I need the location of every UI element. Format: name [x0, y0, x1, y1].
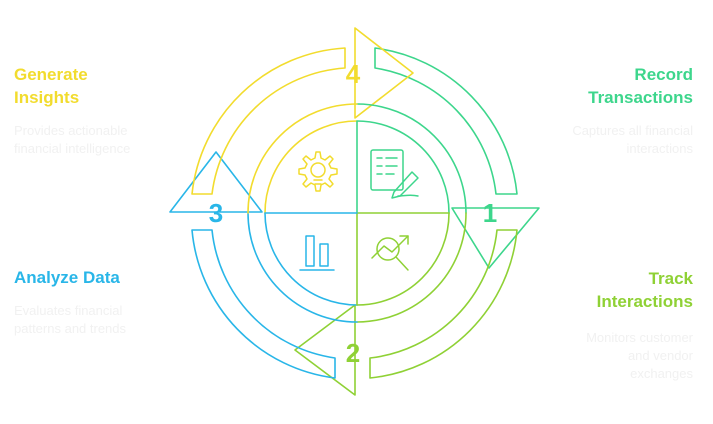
step2-title: Track Interactions: [597, 267, 693, 313]
step3-title: Analyze Data: [14, 266, 120, 289]
step4-title: Generate Insights: [14, 63, 88, 109]
step1-title: Record Transactions: [588, 63, 693, 109]
step3-number: 3: [209, 198, 223, 228]
ring-segment-track: [369, 229, 518, 379]
step4-description: Provides actionable financial intelligen…: [14, 122, 130, 158]
step2-number: 2: [346, 338, 360, 368]
step1-desc-line2: interactions: [626, 141, 693, 156]
step3-desc-line2: patterns and trends: [14, 321, 127, 336]
inner-ring-q4: [247, 103, 358, 214]
step3-description: Evaluates financial patterns and trends: [14, 302, 126, 338]
step1-title-line1: Record: [634, 65, 693, 84]
chart-magnifier-icon: [371, 235, 409, 271]
arrow-generate: [354, 27, 414, 119]
inner-ring-q1: [356, 103, 467, 214]
step1-title-line2: Transactions: [588, 88, 693, 107]
step3-title-line1: Analyze Data: [14, 268, 120, 287]
step2-description: Monitors customer and vendor exchanges: [586, 329, 693, 383]
step4-desc-line2: financial intelligence: [14, 141, 131, 156]
inner-ring-q2: [356, 212, 467, 323]
step4-title-line2: Insights: [14, 88, 80, 107]
step3-desc-line1: Evaluates financial: [14, 303, 123, 318]
arrow-record: [451, 207, 540, 269]
ring-segment-generate: [191, 47, 346, 195]
lightbulb-gear-icon: [298, 151, 338, 192]
step4-title-line1: Generate: [14, 65, 88, 84]
step2-desc-line2: and vendor: [627, 348, 693, 363]
step2-title-line1: Track: [648, 269, 693, 288]
document-pen-icon: [370, 149, 419, 199]
ring-segment-analyze: [191, 229, 336, 379]
step1-number: 1: [483, 198, 497, 228]
step2-title-line2: Interactions: [596, 292, 693, 311]
ring-segment-record: [374, 47, 518, 195]
step2-desc-line3: exchanges: [630, 366, 693, 381]
inner-ring-q3: [247, 212, 358, 323]
step4-number: 4: [346, 59, 361, 89]
arrow-track: [294, 304, 356, 396]
step1-desc-line1: Captures all financial: [572, 123, 693, 138]
step2-desc-line1: Monitors customer: [586, 330, 693, 345]
bar-chart-icon: [299, 235, 335, 271]
step4-desc-line1: Provides actionable: [14, 123, 128, 138]
step1-description: Captures all financial interactions: [572, 122, 693, 158]
